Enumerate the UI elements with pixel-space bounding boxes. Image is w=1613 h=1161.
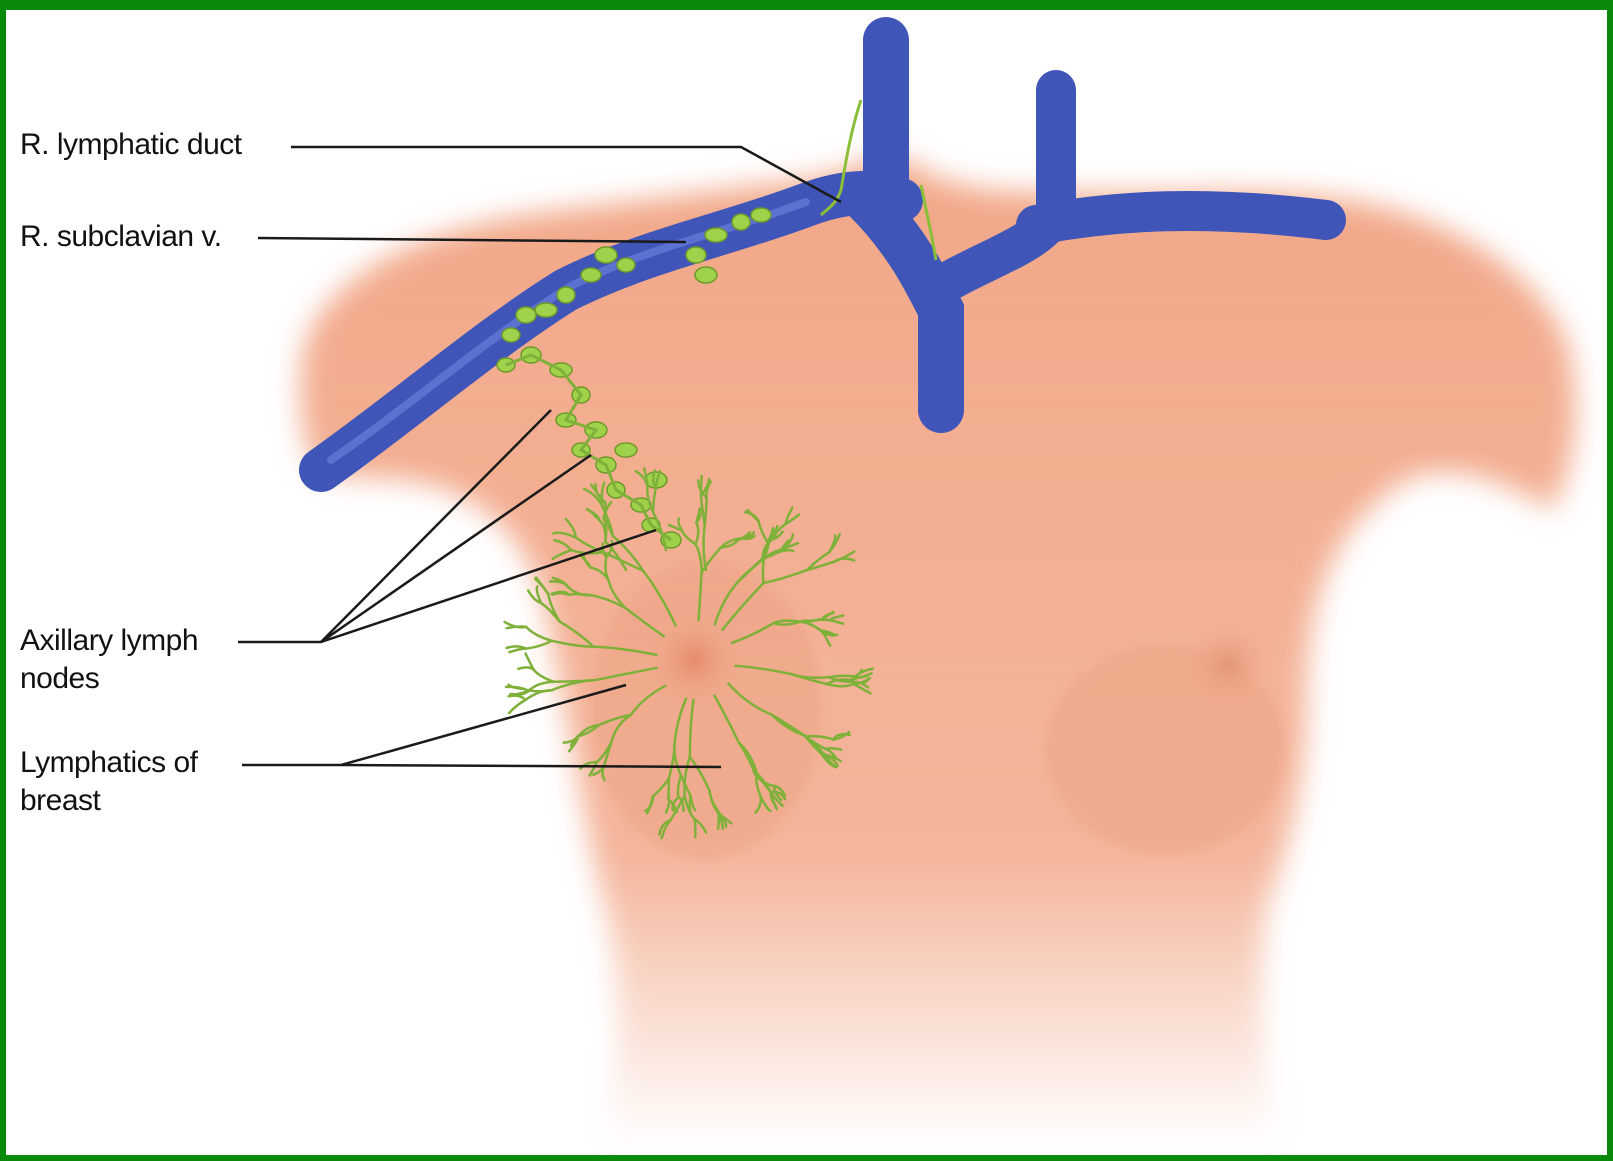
label-text: R. lymphatic duct xyxy=(20,126,242,164)
lymph-node xyxy=(595,247,617,263)
lymph-vessel xyxy=(518,667,533,669)
breast-right xyxy=(591,560,821,860)
lymph-node xyxy=(617,258,635,272)
label-breast-lymphatics: Lymphatics of breast xyxy=(20,744,197,820)
label-text: Lymphatics of xyxy=(20,744,197,782)
lymph-node xyxy=(695,267,717,283)
lymph-vessel xyxy=(526,641,552,649)
lymph-vessel xyxy=(534,670,555,682)
lymph-vessel xyxy=(829,676,855,677)
lymph-node xyxy=(732,214,750,230)
lymph-vessel xyxy=(509,700,525,713)
lymph-vessel xyxy=(695,819,696,837)
label-lymphatic-duct: R. lymphatic duct xyxy=(20,126,242,164)
lymph-vessel xyxy=(569,594,592,595)
lymph-vessel xyxy=(701,476,702,495)
lymph-node xyxy=(535,303,557,317)
lymph-vessel xyxy=(668,779,669,800)
label-text: breast xyxy=(20,782,197,820)
lymph-node xyxy=(615,443,637,457)
anatomy-illustration xyxy=(6,10,1613,1161)
lymph-node xyxy=(581,268,601,282)
label-text: Axillary lymph xyxy=(20,622,198,660)
lymph-node xyxy=(557,287,575,303)
lymph-vessel xyxy=(526,627,552,641)
lymph-node xyxy=(516,307,536,323)
lymph-node xyxy=(686,247,706,263)
lymph-node xyxy=(751,208,771,222)
label-subclavian-vein: R. subclavian v. xyxy=(20,218,222,256)
lymph-node xyxy=(705,228,727,242)
lymph-vessel xyxy=(509,696,526,700)
label-axillary-nodes: Axillary lymph nodes xyxy=(20,622,198,698)
label-text: nodes xyxy=(20,660,198,698)
label-text: R. subclavian v. xyxy=(20,218,222,256)
lymph-node xyxy=(502,328,520,342)
lymph-vessel xyxy=(509,649,526,653)
